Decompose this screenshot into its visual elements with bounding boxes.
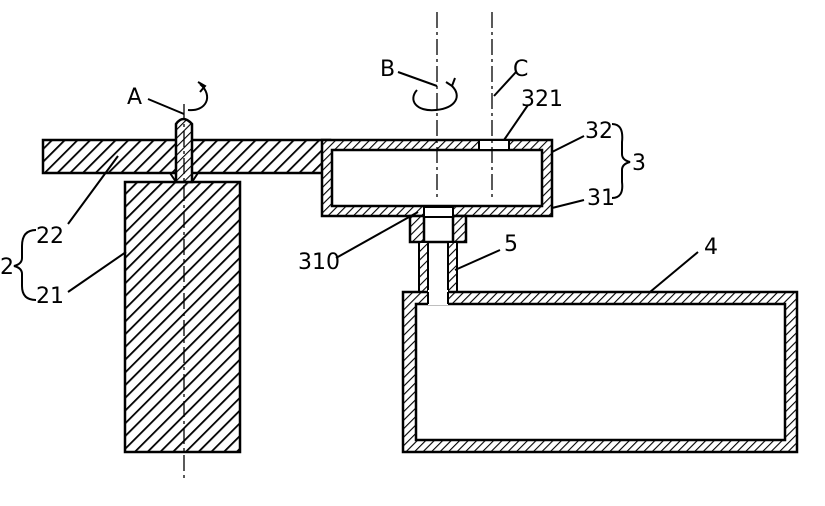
label-b: B	[380, 57, 395, 82]
tank-inlet	[428, 290, 448, 305]
label-21: 21	[36, 284, 64, 309]
leader-31	[552, 200, 584, 208]
leader-5	[455, 250, 500, 270]
label-32: 32	[585, 119, 613, 144]
leader-32	[552, 136, 584, 152]
label-31: 31	[587, 186, 615, 211]
label-2: 2	[0, 255, 14, 280]
tank-4	[403, 292, 797, 452]
label-3: 3	[632, 151, 646, 176]
nozzle-310	[410, 216, 466, 242]
nozzle-opening	[424, 207, 453, 217]
brace-2	[14, 230, 36, 300]
rotation-arrow-a-head	[198, 82, 205, 92]
leader-310	[336, 212, 418, 258]
leader-b	[398, 72, 437, 86]
label-310: 310	[298, 250, 340, 275]
label-321: 321	[521, 87, 563, 112]
rotation-arrow-b-head	[446, 78, 455, 86]
block-21	[125, 182, 240, 452]
leader-21	[68, 252, 126, 292]
label-a: A	[127, 85, 142, 110]
rotation-arrow-b	[413, 86, 456, 110]
window-321	[479, 140, 509, 150]
leader-4	[650, 252, 698, 292]
label-4: 4	[704, 235, 718, 260]
leader-a	[148, 99, 184, 114]
label-5: 5	[504, 232, 518, 257]
label-22: 22	[36, 224, 64, 249]
pipe-5	[419, 242, 457, 292]
label-c: C	[513, 57, 528, 82]
